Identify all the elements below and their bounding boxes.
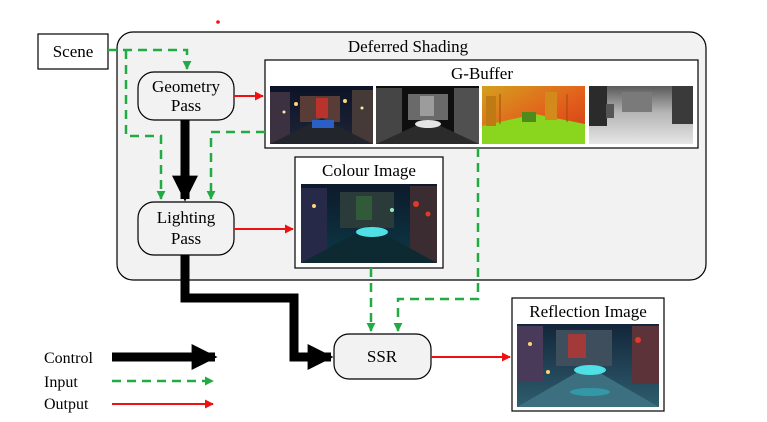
reflection-image-thumbnail [517, 324, 659, 407]
output-arrows [234, 91, 511, 362]
colour-image-label: Colour Image [322, 161, 416, 180]
deferred-shading-title: Deferred Shading [348, 37, 469, 56]
input-arrow-scene-to-lighting [124, 50, 166, 200]
geometry-pass-label-line2: Pass [171, 96, 201, 115]
lighting-pass-label-line2: Pass [171, 229, 201, 248]
stray-dot [216, 20, 220, 24]
scene-box [37, 33, 109, 70]
input-arrow-gbuffer-to-lighting [206, 130, 265, 200]
reflection-image-label: Reflection Image [529, 302, 647, 321]
input-arrow-scene-to-geometry [108, 48, 192, 70]
scene-label: Scene [53, 42, 94, 61]
g-buffer-label: G-Buffer [451, 64, 513, 83]
g-buffer-albedo-thumbnail [270, 86, 373, 144]
legend-label-output: Output [44, 396, 89, 413]
legend: Control Input Output [44, 344, 218, 413]
ssr-label: SSR [367, 347, 398, 366]
input-arrows [108, 48, 480, 332]
g-buffer-material-thumbnail [376, 86, 479, 144]
geometry-pass-label-line1: Geometry [152, 77, 220, 96]
lighting-pass-label-line1: Lighting [157, 208, 216, 227]
control-arrow-lighting-to-ssr [180, 255, 334, 370]
g-buffer-normal-thumbnail [482, 86, 585, 144]
input-arrow-gbuffer-to-ssr [393, 148, 480, 332]
legend-label-input: Input [44, 374, 78, 391]
legend-label-control: Control [44, 350, 93, 367]
colour-image-thumbnail [301, 184, 437, 263]
g-buffer-depth-thumbnail [589, 86, 693, 144]
